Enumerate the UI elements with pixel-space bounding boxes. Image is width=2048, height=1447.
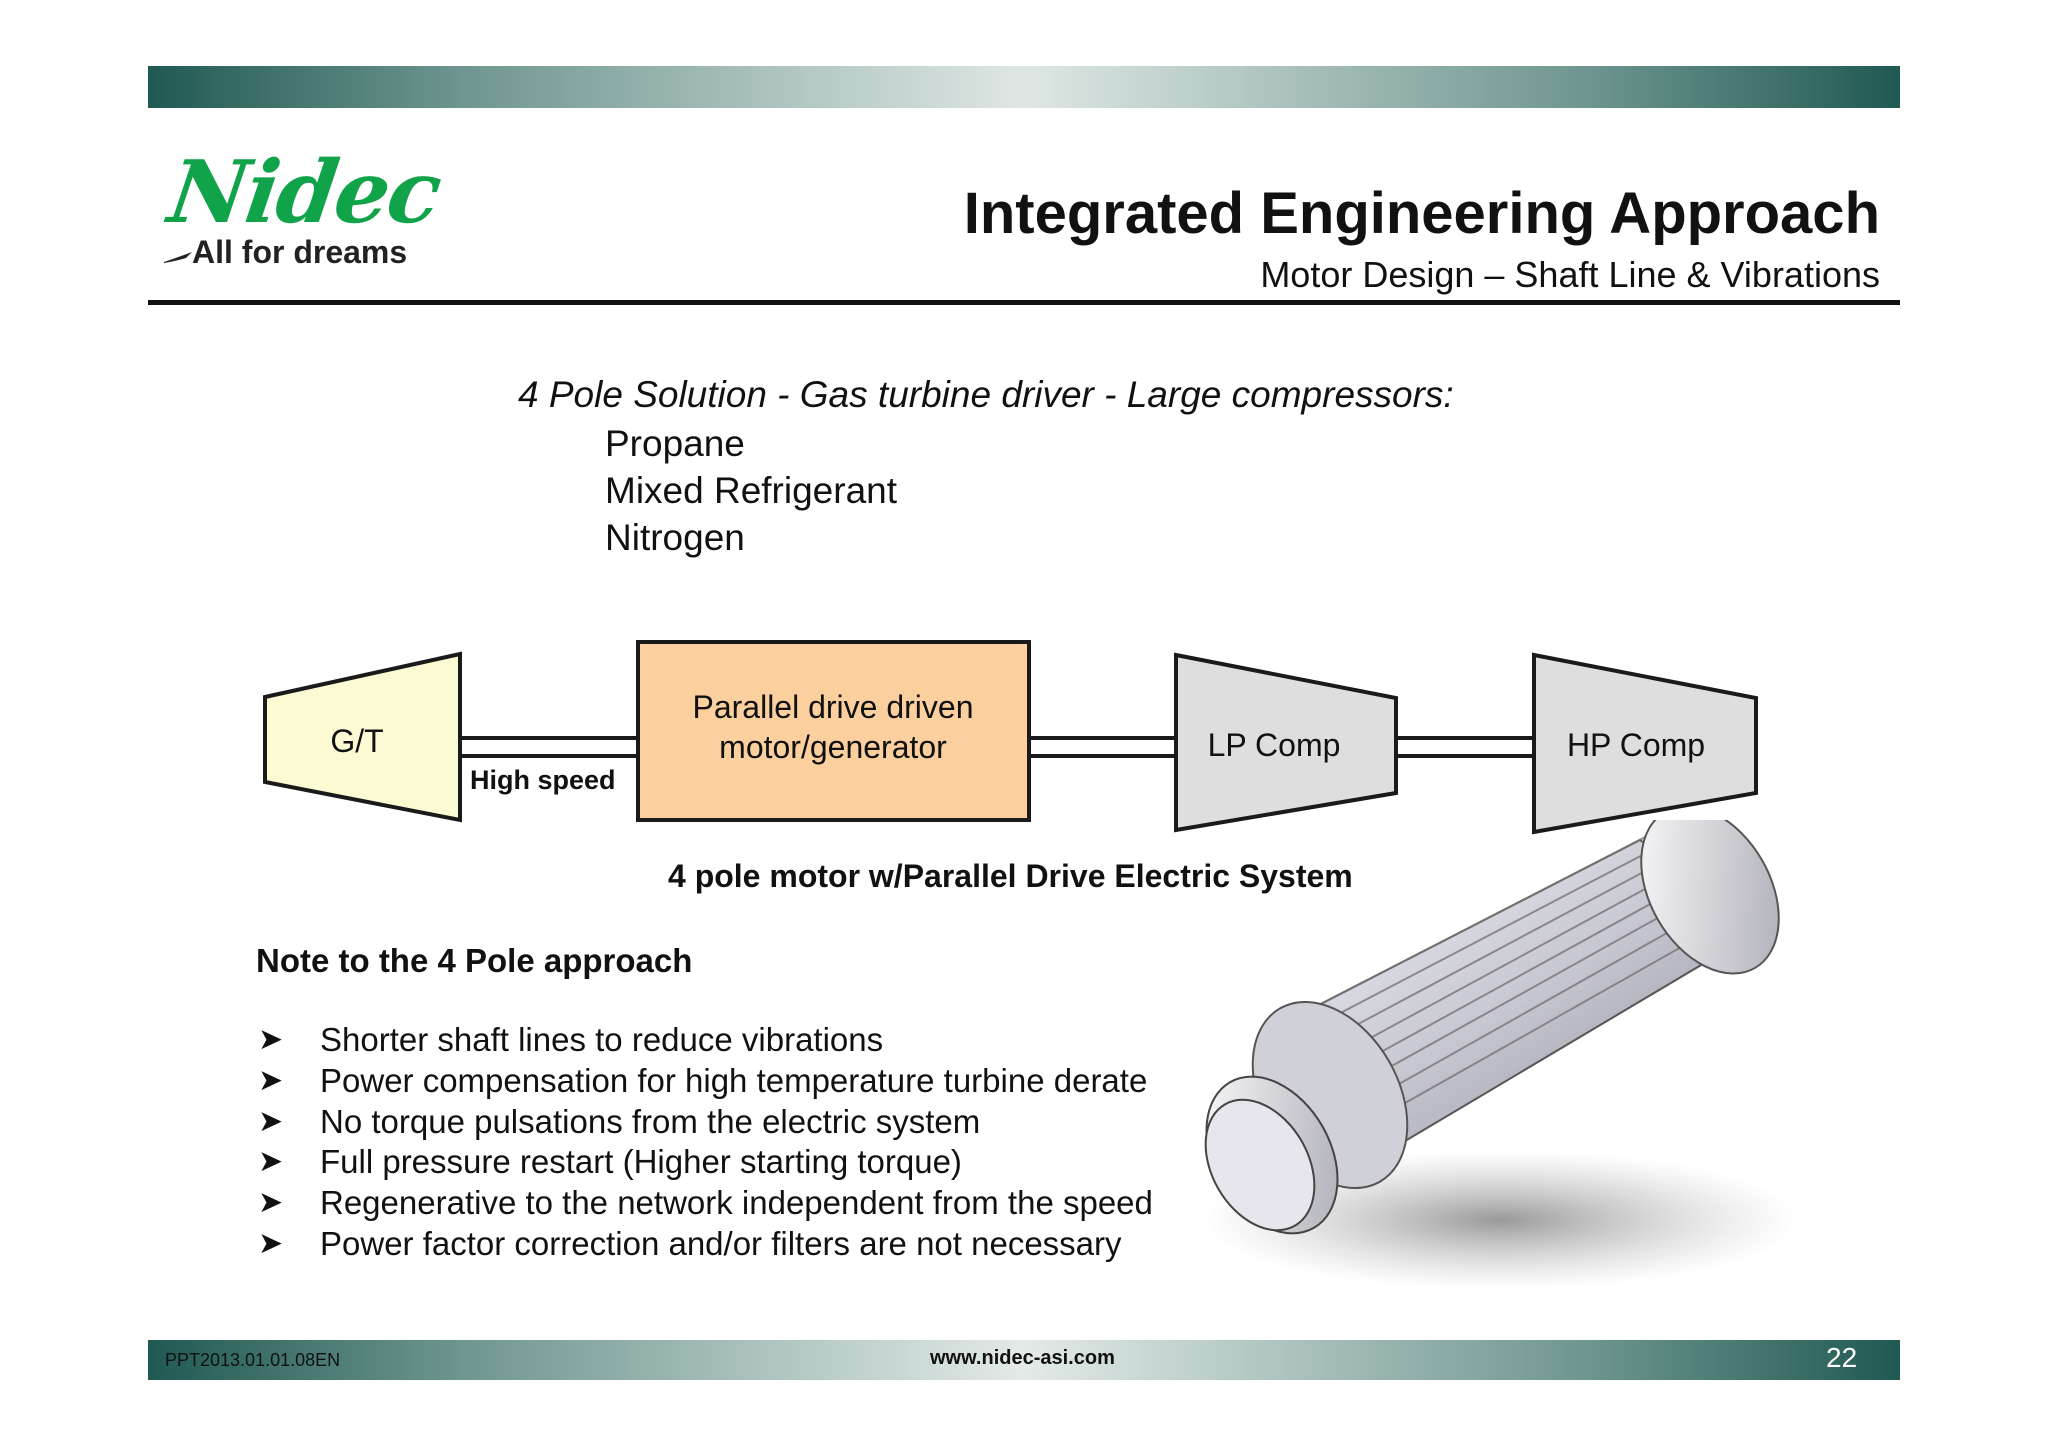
- list-item: ➤ Power factor correction and/or filters …: [256, 1224, 1153, 1265]
- rotor-illustration: [1200, 820, 1800, 1290]
- logo-wordmark: Nidec: [162, 142, 446, 243]
- list-item: ➤ Full pressure restart (Higher starting …: [256, 1142, 1153, 1183]
- list-item: Nitrogen: [605, 517, 745, 558]
- high-speed-label: High speed: [470, 765, 616, 795]
- arrowhead-bullet-icon: ➤: [258, 1226, 284, 1260]
- list-item: ➤ Regenerative to the network independent…: [256, 1183, 1153, 1224]
- diagram-caption: 4 pole motor w/Parallel Drive Electric S…: [668, 858, 1353, 894]
- footer-website-link[interactable]: www.nidec-asi.com: [930, 1347, 1115, 1369]
- bullet-text: Regenerative to the network independent …: [320, 1184, 1153, 1222]
- note-heading: Note to the 4 Pole approach: [256, 942, 693, 979]
- lp-compressor-block: [1174, 652, 1398, 833]
- page-title: Integrated Engineering Approach: [963, 181, 1880, 246]
- arrowhead-bullet-icon: ➤: [258, 1023, 284, 1056]
- compressor-list: Propane Mixed Refrigerant Nitrogen: [605, 420, 897, 561]
- arrowhead-bullet-icon: ➤: [258, 1186, 284, 1220]
- footer-gradient-band: [148, 1340, 1900, 1380]
- shaft-motor-lp: [1029, 736, 1176, 758]
- list-item: ➤ Power compensation for high temperature…: [256, 1061, 1153, 1102]
- bullet-text: Power compensation for high temperature …: [320, 1061, 1148, 1099]
- page-number: 22: [1826, 1342, 1858, 1373]
- top-gradient-band: [148, 66, 1900, 108]
- motor-generator-block: [636, 640, 1031, 822]
- bullet-text: Full pressure restart (Higher starting t…: [320, 1143, 962, 1181]
- gas-turbine-block: [263, 651, 462, 823]
- list-item: Mixed Refrigerant: [605, 470, 898, 511]
- shaft-gt-motor: [460, 736, 638, 758]
- bullet-text: Power factor correction and/or filters a…: [320, 1224, 1122, 1262]
- list-item: ➤ Shorter shaft lines to reduce vibration…: [256, 1020, 1153, 1061]
- logo-swoosh-icon: [164, 252, 192, 263]
- motor-label-line2: motor/generator: [719, 729, 947, 765]
- hp-compressor-block: [1532, 652, 1758, 835]
- hp-compressor-label: HP Comp: [1567, 727, 1705, 763]
- motor-label-line1: Parallel drive driven: [692, 689, 973, 725]
- bullet-text: Shorter shaft lines to reduce vibrations: [320, 1021, 884, 1058]
- list-item: Propane: [605, 423, 745, 464]
- nidec-logo: Nidec All for dreams: [163, 142, 446, 270]
- shaft-lp-hp: [1396, 736, 1534, 758]
- list-item: ➤ No torque pulsations from the electric …: [256, 1102, 1153, 1143]
- header-divider: [148, 300, 1900, 305]
- arrowhead-bullet-icon: ➤: [258, 1063, 284, 1097]
- document-code: PPT2013.01.01.08EN: [165, 1350, 341, 1370]
- arrowhead-bullet-icon: ➤: [258, 1104, 284, 1138]
- note-bullet-list: ➤ Shorter shaft lines to reduce vibration…: [256, 1020, 1153, 1265]
- page-subtitle: Motor Design – Shaft Line & Vibrations: [1260, 254, 1880, 295]
- gas-turbine-label: G/T: [330, 723, 383, 759]
- intro-heading: 4 Pole Solution - Gas turbine driver - L…: [518, 374, 1454, 415]
- arrowhead-bullet-icon: ➤: [258, 1145, 284, 1179]
- lp-compressor-label: LP Comp: [1208, 727, 1341, 763]
- logo-tagline: All for dreams: [192, 234, 408, 270]
- bullet-text: No torque pulsations from the electric s…: [320, 1102, 981, 1140]
